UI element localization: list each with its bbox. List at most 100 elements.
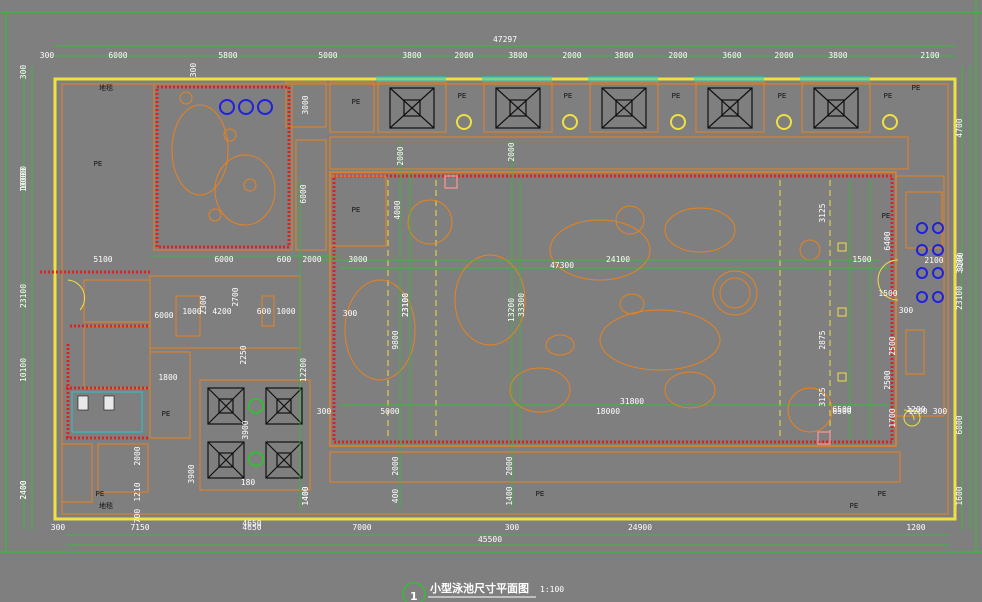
- dim-interior-labels: 3003000200060005100400060001000060023006…: [19, 63, 965, 528]
- dim-interior: 3000: [348, 255, 367, 264]
- room-label: PE: [884, 92, 893, 100]
- dim-interior: 1500: [878, 289, 897, 298]
- dim-top-overall: 47297: [493, 35, 517, 44]
- room-label: PE: [878, 490, 887, 498]
- top-room-band: [285, 81, 909, 170]
- dim-interior: 33300: [517, 293, 526, 317]
- dim-interior: 6500: [832, 407, 851, 416]
- dim-interior: 2400: [19, 480, 28, 499]
- room-label: PE: [564, 92, 573, 100]
- drawing-number-circle: [402, 582, 426, 602]
- dim-right-seg: 1600: [955, 486, 964, 505]
- interior-dimension-lines: [150, 140, 880, 510]
- dim-interior: 3900: [187, 464, 196, 483]
- dim-interior: 47300: [550, 261, 574, 270]
- dim-interior: 300: [899, 306, 914, 315]
- dim-interior: 2875: [818, 330, 827, 349]
- dim-top-seg: 2100: [920, 51, 939, 60]
- dim-interior: 600: [257, 307, 272, 316]
- dim-interior: 1400: [301, 486, 310, 505]
- dim-interior: 9800: [391, 330, 400, 349]
- dim-top-seg: 3800: [508, 51, 527, 60]
- dim-top-seg: 2000: [668, 51, 687, 60]
- dim-interior: 180: [241, 478, 256, 487]
- dim-interior: 24100: [606, 255, 630, 264]
- drawing-number: 1: [410, 590, 418, 602]
- dim-top-seg: 5000: [318, 51, 337, 60]
- room-label: PE: [162, 410, 171, 418]
- dim-bottom-overall: 45500: [478, 535, 502, 544]
- dim-interior: 3125: [818, 203, 827, 222]
- overall-dimension-lines: [23, 45, 971, 546]
- dim-interior: 12200: [299, 358, 308, 382]
- dim-interior: 6400: [883, 231, 892, 250]
- outer-wall-inner: [61, 83, 949, 515]
- dim-interior: 2000: [133, 446, 142, 465]
- dim-interior: 5100: [93, 255, 112, 264]
- dim-interior: 2000: [505, 456, 514, 475]
- dim-bottom-seg: 4650: [242, 523, 261, 532]
- room-label: PE: [96, 490, 105, 498]
- dim-interior: 1500: [852, 255, 871, 264]
- dim-interior: 2000: [396, 146, 405, 165]
- dim-interior: 1200: [908, 407, 927, 416]
- dim-bottom-seg: 7000: [352, 523, 371, 532]
- room-label: PE: [352, 206, 361, 214]
- dim-interior: 3000: [301, 95, 310, 114]
- dim-interior: 6000: [154, 311, 173, 320]
- room-label: 地毯: [99, 83, 113, 92]
- toilet-icons: [71, 391, 143, 433]
- dim-right-seg: 3100: [955, 254, 964, 273]
- dim-interior: 600: [277, 255, 292, 264]
- dim-interior: 18000: [596, 407, 620, 416]
- drawing-title: 小型泳池尺寸平面图: [429, 581, 529, 595]
- sheet-frame: [0, 0, 982, 553]
- title-block: 1 小型泳池尺寸平面图 1:100: [402, 581, 564, 602]
- floor-drain-icons: [456, 114, 898, 130]
- dim-interior: 300: [317, 407, 332, 416]
- dim-interior: 13200: [507, 298, 516, 322]
- dimension-labels: 47297 45500 300 6000 5800 5000 3800 2000 3800 2…: [19, 35, 965, 544]
- drawing-scale: 1:100: [540, 585, 564, 594]
- dim-top-seg: 3800: [402, 51, 421, 60]
- dim-interior: 300: [189, 63, 198, 78]
- dim-top-seg: 5800: [218, 51, 237, 60]
- dim-interior: 2500: [883, 370, 892, 389]
- garden-room: [153, 83, 293, 251]
- dim-interior: 5000: [380, 407, 399, 416]
- dim-interior: 300: [343, 309, 358, 318]
- dim-interior: 6000: [214, 255, 233, 264]
- dim-bottom-seg: 1200: [906, 523, 925, 532]
- dim-interior: 1000: [276, 307, 295, 316]
- dim-right-segments: 4700 3100 23100 6000 1600: [955, 118, 964, 505]
- shower-fixtures-top: [389, 87, 859, 129]
- door-swings: [67, 259, 921, 427]
- dim-interior: 2300: [199, 295, 208, 314]
- room-label: PE: [778, 92, 787, 100]
- dim-interior: 3900: [241, 420, 250, 439]
- dim-top-seg: 2000: [774, 51, 793, 60]
- dim-right-seg: 23100: [955, 286, 964, 310]
- room-label: PE: [458, 92, 467, 100]
- dim-top-seg: 3800: [828, 51, 847, 60]
- dim-interior: 2100: [924, 256, 943, 265]
- dim-interior: 2000: [391, 456, 400, 475]
- dim-interior: 1210: [133, 482, 142, 501]
- dim-top-seg: 2000: [454, 51, 473, 60]
- dim-bottom-seg: 7150: [130, 523, 149, 532]
- plant-icons: [248, 398, 264, 467]
- dim-right-seg: 6000: [955, 415, 964, 434]
- red-partition-marks: [40, 270, 150, 440]
- dim-interior: 3125: [818, 387, 827, 406]
- dim-interior: 3100: [956, 252, 965, 271]
- dim-interior: 2000: [302, 255, 321, 264]
- blue-fixture-icons: [219, 99, 273, 115]
- dim-right-seg: 4700: [955, 118, 964, 137]
- room-label: PE: [912, 84, 921, 92]
- dim-top-seg: 2000: [562, 51, 581, 60]
- dim-interior: 2000: [507, 142, 516, 161]
- dim-left-seg: 23100: [19, 284, 28, 308]
- dim-interior: 4200: [212, 307, 231, 316]
